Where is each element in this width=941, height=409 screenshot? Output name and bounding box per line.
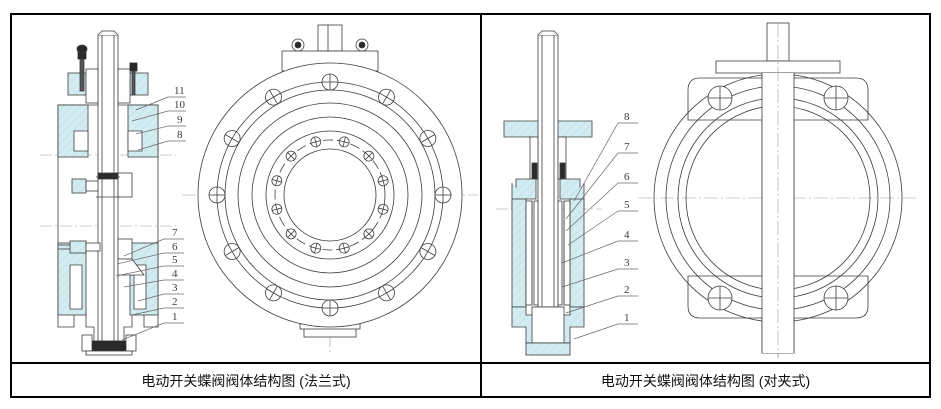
lug-bolt-ring [707, 85, 849, 311]
outer-bolt [321, 73, 339, 91]
valve-disc-wafer [533, 200, 563, 306]
outer-bolt [265, 88, 282, 106]
callout-label-1: 1 [172, 311, 178, 323]
lug-bolt [707, 285, 733, 311]
inner-bolt-ring [271, 136, 389, 254]
leader-4 [561, 240, 619, 264]
seat-bolt-circle [274, 139, 386, 251]
callout-label-3: 3 [172, 282, 178, 294]
inner-bolt [310, 136, 322, 148]
leader-3 [137, 293, 165, 302]
outer-bolt [419, 130, 437, 147]
inner-bolt [363, 150, 375, 162]
outer-bolt [419, 243, 437, 260]
inner-bolt [310, 242, 322, 254]
leader-8 [573, 122, 619, 202]
bottom-cover [81, 334, 137, 356]
callout-label-8: 8 [624, 111, 630, 123]
callout-label-7: 7 [624, 141, 630, 153]
inner-bolt [377, 175, 389, 187]
outer-bolt [434, 186, 452, 204]
leader-1 [573, 323, 619, 340]
valve-front-view-flange [182, 24, 478, 355]
callout-label-3: 3 [624, 257, 630, 269]
callout-label-2: 2 [624, 284, 630, 296]
disc-seat-collar [58, 238, 145, 276]
outer-bolt [208, 186, 226, 204]
leader-3 [561, 268, 619, 288]
outer-bolt [223, 243, 241, 260]
callout-label-5: 5 [172, 254, 178, 266]
outer-bolt [321, 299, 339, 317]
caption-flange-type: 电动开关蝶阀阀体结构图 (法兰式) [141, 373, 351, 389]
caption-wafer-type: 电动开关蝶阀阀体结构图 (对夹式) [600, 373, 811, 389]
bonnet-packing-gland [67, 44, 149, 104]
flange-outer-circle [197, 62, 463, 328]
callout-label-4: 4 [624, 229, 630, 241]
figure-flange-type: 11 10 9 8 7 6 5 4 3 2 1 [12, 13, 480, 362]
callout-label-2: 2 [172, 296, 178, 308]
lower-body-seat-wafer [511, 306, 585, 356]
inner-bolt [285, 150, 297, 162]
lug-bolt [823, 85, 849, 111]
caption-divider-horizontal [10, 362, 931, 364]
outer-bolt [223, 130, 241, 147]
gland-bolt-right [129, 62, 138, 96]
panel-divider-vertical [480, 13, 482, 398]
leader-1 [121, 322, 165, 341]
leader-10 [131, 110, 169, 122]
body-circle-outer [237, 102, 423, 288]
leader-7 [565, 152, 619, 220]
stem-key-pin [71, 172, 133, 198]
body-circle-inner [251, 116, 409, 274]
outer-bolt [265, 284, 282, 302]
leader-5 [115, 265, 165, 277]
leader-4 [123, 279, 165, 288]
leader-2 [565, 295, 619, 314]
leader-6 [565, 182, 619, 232]
valve-body-barrel-wafer [511, 198, 585, 308]
seat-ring-outer [265, 130, 395, 260]
callout-label-10: 10 [174, 99, 186, 111]
callout-label-9: 9 [177, 114, 183, 126]
leader-5 [567, 210, 619, 246]
inner-bolt [285, 228, 297, 240]
lug-bolt [823, 285, 849, 311]
callout-label-5: 5 [624, 199, 630, 211]
figure-wafer-type: 8 7 6 5 4 3 2 1 [482, 13, 929, 362]
outer-bolt [378, 284, 395, 302]
valve-stem-wafer [537, 30, 559, 354]
inner-bolt [338, 136, 350, 148]
callout-label-7: 7 [172, 227, 178, 239]
inner-bolt [271, 203, 283, 215]
valve-front-view-wafer [638, 22, 918, 358]
inner-bolt [377, 203, 389, 215]
leader-8 [137, 140, 169, 151]
gland-bolt-left [76, 44, 88, 92]
callout-label-11: 11 [174, 85, 185, 97]
lug-bolt [707, 85, 733, 111]
callout-label-6: 6 [624, 171, 630, 183]
callout-label-6: 6 [172, 241, 178, 253]
callout-group-wafer [561, 122, 638, 340]
leader-7 [123, 238, 165, 257]
outer-bolt-ring [208, 73, 452, 317]
valve-stem [97, 30, 119, 346]
disc-circle [283, 148, 377, 242]
callout-label-8: 8 [177, 129, 183, 141]
inner-bolt [271, 175, 283, 187]
outer-bolt [378, 88, 395, 106]
leader-9 [135, 125, 169, 135]
leader-2 [131, 307, 165, 316]
leader-6 [116, 252, 165, 265]
inner-bolt [363, 228, 375, 240]
drawing-frame [10, 13, 931, 398]
leader-11 [135, 96, 169, 111]
callout-label-1: 1 [624, 312, 630, 324]
inner-bolt [338, 242, 350, 254]
callout-group-flange [115, 96, 186, 341]
callout-label-4: 4 [172, 268, 178, 280]
